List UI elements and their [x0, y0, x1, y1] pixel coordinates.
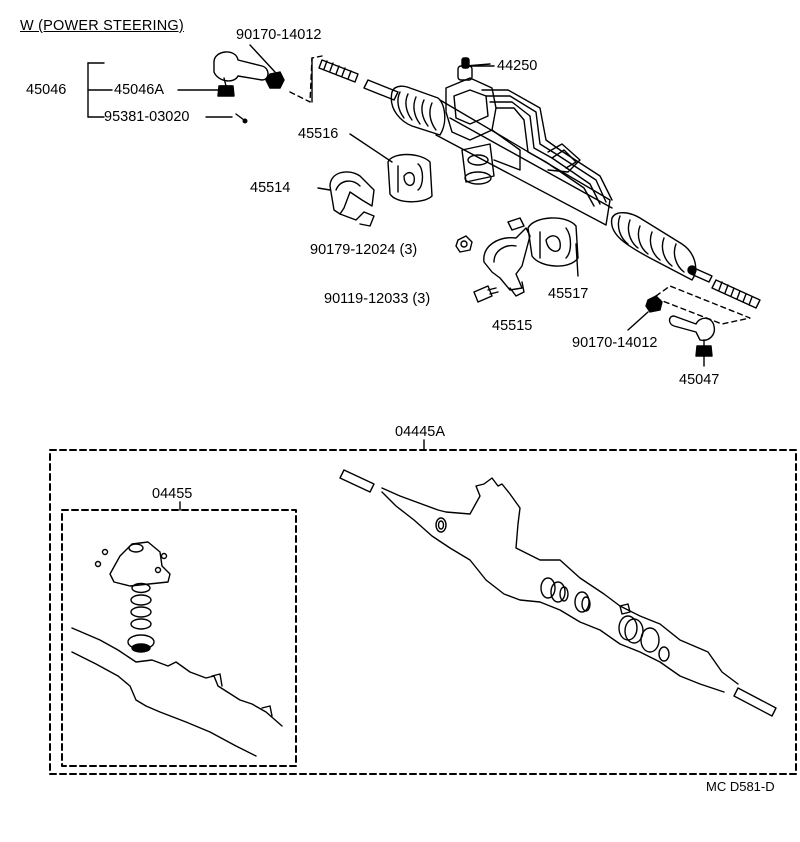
- tie-rod-end-left: [87, 44, 323, 124]
- kit-04455-box: [61, 501, 297, 767]
- bracket-45515: [483, 217, 531, 297]
- label-45516: 45516: [298, 126, 339, 142]
- label-90119: 90119-12033 (3): [324, 291, 431, 307]
- nut-90179: [455, 235, 473, 253]
- bushing-45517: [527, 217, 579, 277]
- label-90170-bottom: 90170-14012: [572, 335, 658, 351]
- bolt-90119: [473, 285, 499, 303]
- tie-rod-end-right: [627, 285, 751, 367]
- label-44250: 44250: [497, 58, 538, 74]
- diagram-title: W (POWER STEERING): [20, 18, 184, 34]
- footer-code: MC D581-D: [706, 779, 775, 794]
- label-90179: 90179-12024 (3): [310, 242, 418, 258]
- label-95381: 95381-03020: [104, 109, 190, 125]
- bracket-45514: [317, 171, 375, 227]
- label-45047: 45047: [679, 372, 720, 388]
- label-45046: 45046: [26, 82, 67, 98]
- label-45517: 45517: [548, 286, 589, 302]
- label-45046A: 45046A: [114, 82, 164, 98]
- steering-rack-assembly: [318, 57, 761, 309]
- bushing-45516: [349, 133, 433, 203]
- kit-04445A-box: [49, 439, 797, 775]
- label-45515: 45515: [492, 318, 533, 334]
- label-90170-top: 90170-14012: [236, 27, 322, 43]
- label-kit-04455: 04455: [152, 486, 193, 502]
- label-kit-04445A: 04445A: [395, 424, 445, 440]
- label-45514: 45514: [250, 180, 291, 196]
